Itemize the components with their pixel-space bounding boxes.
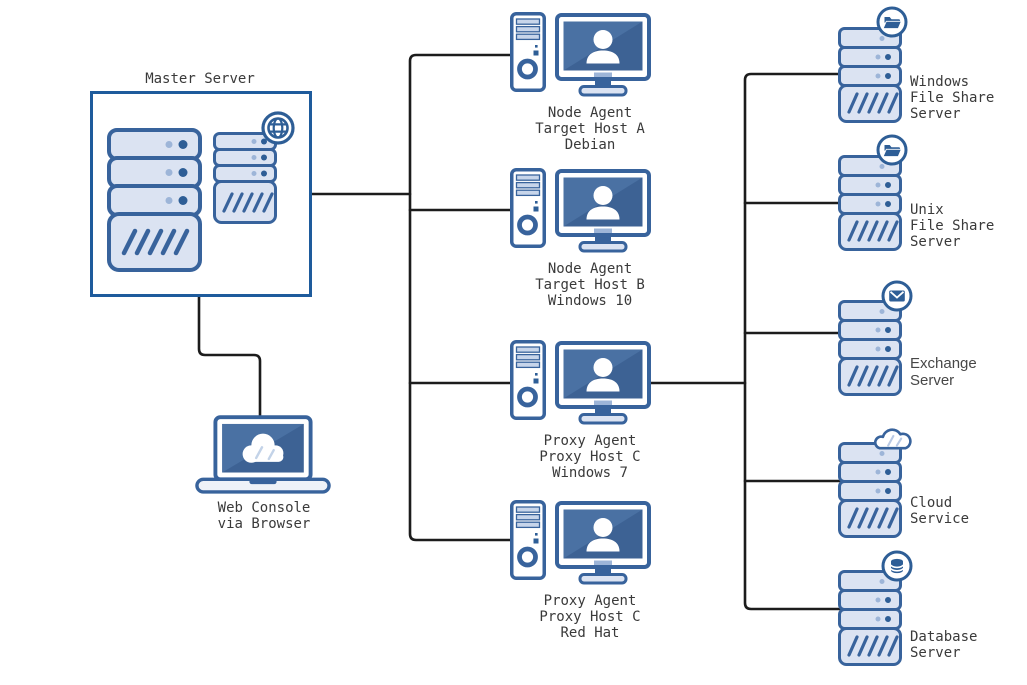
agent-label-line: Debian (564, 137, 616, 153)
agent-label-line: Windows 10 (547, 293, 633, 309)
agent-label-line: Target Host B (535, 277, 645, 293)
agent-label-line: Node Agent (547, 261, 633, 277)
server-label-line: Windows (910, 74, 970, 90)
agent-label-line: Red Hat (560, 625, 620, 641)
wire-right-bus (743, 72, 848, 611)
server-database: Database Server (836, 549, 1026, 677)
master-server-box (90, 91, 312, 297)
server-label-line: Server (910, 234, 961, 250)
agent-node-target-host-a: Node Agent Target Host A Debian (505, 8, 685, 166)
laptop-cloud-icon (195, 414, 331, 498)
agent-label-line: Proxy Agent (543, 593, 637, 609)
agent-label-line: Proxy Host C (539, 449, 641, 465)
server-label: Database Server (910, 629, 1024, 661)
computer-tower-icon (510, 340, 546, 420)
web-console-label-line1: Web Console (217, 500, 311, 516)
server-label-line: File Share (910, 90, 995, 106)
agent-node-proxy-host-c-win7: Proxy Agent Proxy Host C Windows 7 (505, 336, 685, 494)
server-label-line: File Share (910, 218, 995, 234)
server-exchange: Exchange Server (836, 279, 1026, 407)
monitor-user-icon (555, 501, 651, 585)
cloud-icon (869, 421, 916, 451)
server-stack-icon (107, 128, 202, 272)
globe-icon (261, 111, 295, 145)
computer-tower-icon (510, 500, 546, 580)
agent-label-line: Proxy Agent (543, 433, 637, 449)
server-label: Unix File Share Server (910, 202, 1024, 250)
wire-left-bus (408, 53, 516, 542)
server-label-line: Cloud (910, 495, 953, 511)
server-label-line: Server (910, 372, 955, 389)
agent-label: Proxy Agent Proxy Host C Windows 7 (495, 433, 685, 481)
server-stack-icon (838, 442, 902, 538)
server-cloud-service: Cloud Service (836, 421, 1026, 549)
server-label-line: Unix (910, 202, 944, 218)
monitor-user-icon (555, 341, 651, 425)
server-stack-icon (838, 300, 902, 396)
server-windows-file-share: Windows File Share Server (836, 6, 1026, 134)
wire-master-to-console (197, 295, 262, 418)
database-icon (881, 550, 913, 582)
agent-label: Node Agent Target Host B Windows 10 (495, 261, 685, 309)
monitor-user-icon (555, 169, 651, 253)
open-folder-icon (876, 134, 908, 166)
server-label: Windows File Share Server (910, 74, 1024, 122)
agent-label-line: Node Agent (547, 105, 633, 121)
server-label-line: Exchange (910, 355, 977, 372)
server-stack-icon (838, 155, 902, 251)
server-label-line: Server (910, 106, 961, 122)
server-label-line: Database (910, 629, 978, 645)
envelope-icon (881, 280, 913, 312)
server-label: Cloud Service (910, 495, 1024, 527)
server-label-line: Server (910, 645, 961, 661)
server-stack-icon (838, 27, 902, 123)
server-stack-icon (213, 132, 277, 225)
server-unix-file-share: Unix File Share Server (836, 134, 1026, 262)
server-label: Exchange Server (910, 355, 1024, 389)
computer-tower-icon (510, 168, 546, 248)
agent-label-line: Proxy Host C (539, 609, 641, 625)
agent-node-target-host-b: Node Agent Target Host B Windows 10 (505, 164, 685, 322)
web-console-label: Web Console via Browser (188, 500, 340, 532)
master-server-label: Master Server (145, 71, 255, 87)
server-label-line: Service (910, 511, 970, 527)
agent-label-line: Target Host A (535, 121, 645, 137)
monitor-user-icon (555, 13, 651, 97)
computer-tower-icon (510, 12, 546, 92)
agent-label: Node Agent Target Host A Debian (495, 105, 685, 153)
agent-label-line: Windows 7 (552, 465, 628, 481)
server-stack-icon (838, 570, 902, 666)
agent-label: Proxy Agent Proxy Host C Red Hat (495, 593, 685, 641)
agent-node-proxy-host-c-redhat: Proxy Agent Proxy Host C Red Hat (505, 496, 685, 654)
web-console-label-line2: via Browser (217, 516, 311, 532)
open-folder-icon (876, 6, 908, 38)
